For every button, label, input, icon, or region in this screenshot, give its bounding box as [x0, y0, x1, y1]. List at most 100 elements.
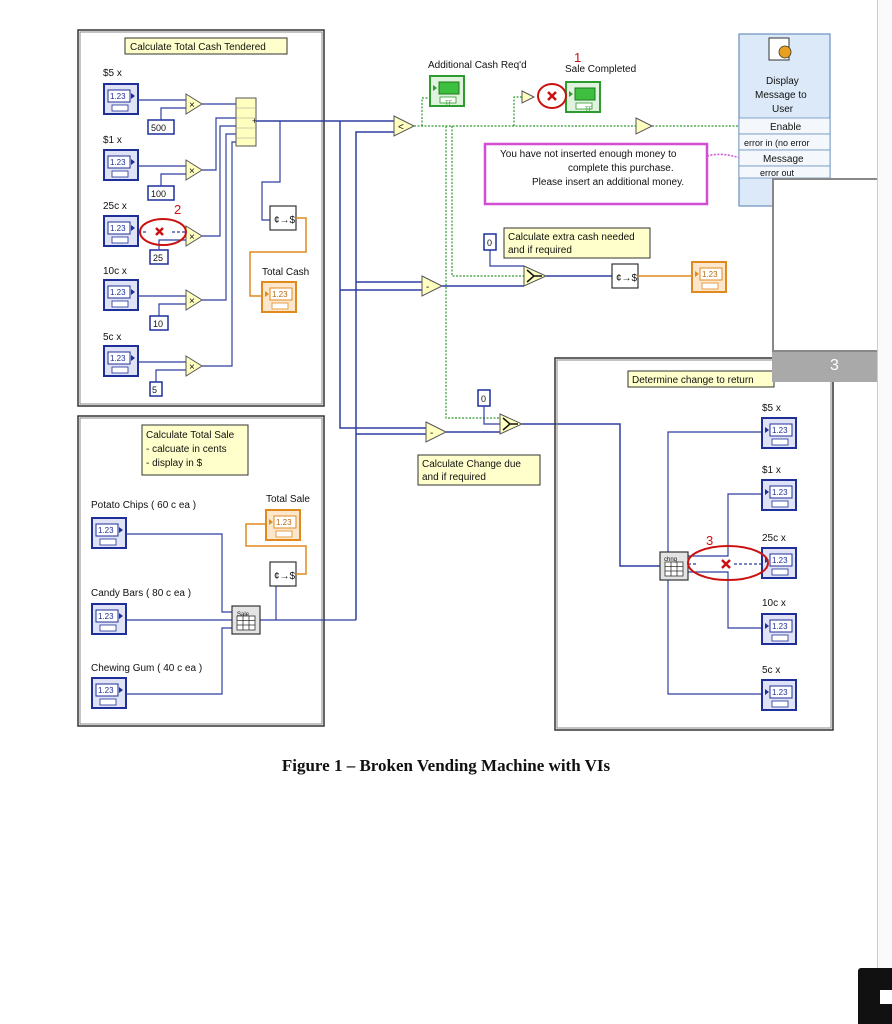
convert-glyph-1: ¢→$ — [274, 215, 296, 226]
box3-title: Determine change to return — [632, 375, 754, 386]
overlay-side-panel — [772, 178, 892, 352]
terminal-message: Message — [763, 154, 804, 165]
annotation-number-2: 2 — [174, 202, 181, 217]
annotation-number-1: 1 — [574, 50, 581, 65]
additional-cash-tf: TF — [445, 101, 453, 107]
box2-title-line-2: - calcuate in cents — [146, 444, 227, 455]
broken-wire-x-3 — [721, 559, 731, 569]
comparison-section: < Additional Cash Req'd Sale Completed T… — [339, 50, 741, 620]
constant-100: 100 — [151, 189, 166, 199]
box1-title-note — [124, 37, 288, 55]
input-label-chewing-gum: Chewing Gum ( 40 c ea ) — [91, 663, 202, 674]
not-node-1 — [635, 117, 654, 135]
input-label-1-dollar: $1 x — [103, 135, 122, 146]
input-label-5-cent: 5c x — [103, 332, 121, 343]
change-due-note — [417, 454, 541, 486]
subtract-node-change — [425, 421, 447, 443]
box2-title-note — [141, 424, 249, 476]
message-line-2: complete this purchase. — [568, 163, 674, 174]
zero-constant-extra: 0 — [487, 238, 492, 248]
extra-cash-note-line-1: Calculate extra cash needed — [508, 232, 635, 243]
figure-caption: Figure 1 – Broken Vending Machine with V… — [281, 756, 611, 775]
total-sale-label: Total Sale — [266, 494, 310, 505]
select-node-change — [499, 413, 523, 435]
output-label-10-cent: 10c x — [762, 598, 786, 609]
indicator-10-cent — [761, 613, 797, 645]
annotation-number-3: 3 — [706, 533, 713, 548]
extra-cash-note — [503, 227, 651, 259]
annotation-circle-2 — [139, 218, 187, 246]
constant-25: 25 — [153, 253, 163, 263]
sale-completed-indicator — [565, 81, 601, 113]
subtract-node-extra — [421, 275, 443, 297]
sale-subvi[interactable] — [231, 605, 261, 635]
message-line-3: Please insert an additional money. — [532, 177, 684, 188]
extra-cash-indicator — [691, 261, 727, 293]
control-25-cent[interactable] — [103, 215, 139, 247]
display-title-line-1: Display — [766, 76, 799, 87]
convert-glyph-3: ¢→$ — [616, 273, 638, 284]
constant-5: 5 — [152, 385, 157, 395]
output-label-5-cent: 5c x — [762, 665, 780, 676]
side-panel-page-number: 3 — [772, 352, 892, 382]
box2-title-line-1: Calculate Total Sale — [146, 430, 235, 441]
compound-add-node — [235, 97, 257, 147]
terminal-error-in: error in (no error — [744, 138, 810, 148]
output-label-25-cent: 25c x — [762, 533, 786, 544]
select-node-extra — [523, 265, 547, 287]
control-candy-bars[interactable] — [91, 603, 127, 635]
box-total-cash: Calculate Total Cash Tendered $5 x $1 x … — [77, 29, 340, 407]
message-string-constant — [483, 142, 709, 206]
indicator-5-dollar — [761, 417, 797, 449]
input-label-potato-chips: Potato Chips ( 60 c ea ) — [91, 500, 196, 511]
multiply-node-25-cent — [185, 225, 203, 247]
constant-500: 500 — [151, 123, 166, 133]
total-cash-indicator — [261, 281, 297, 313]
input-label-candy-bars: Candy Bars ( 80 c ea ) — [91, 588, 191, 599]
box2-title-line-3: - display in $ — [146, 458, 203, 469]
extra-cash-note-line-2: and if required — [508, 245, 572, 256]
control-5-cent[interactable] — [103, 345, 139, 377]
display-title-line-3: User — [772, 104, 794, 115]
control-potato-chips[interactable] — [91, 517, 127, 549]
multiply-node-1-dollar — [185, 159, 203, 181]
not-node-2 — [521, 90, 536, 104]
constant-10: 10 — [153, 319, 163, 329]
box-total-sale: Calculate Total Sale - calcuate in cents… — [77, 415, 356, 727]
control-1-dollar[interactable] — [103, 149, 139, 181]
change-due-note-line-1: Calculate Change due — [422, 459, 521, 470]
annotation-circle-3 — [687, 545, 769, 581]
output-label-1-dollar: $1 x — [762, 465, 781, 476]
change-subvi-label: chng — [664, 557, 677, 563]
svg-text:+: + — [252, 116, 257, 126]
control-5-dollar[interactable] — [103, 83, 139, 115]
total-sale-indicator — [265, 509, 301, 541]
sale-completed-label: Sale Completed — [565, 64, 636, 75]
additional-cash-label: Additional Cash Req'd — [428, 60, 527, 71]
annotation-circle-1 — [537, 83, 567, 109]
box-change-return: Determine change to return chng $5 x $1 … — [554, 357, 834, 731]
output-label-5-dollar: $5 x — [762, 403, 781, 414]
control-chewing-gum[interactable] — [91, 677, 127, 709]
control-10-cent[interactable] — [103, 279, 139, 311]
broken-wire-x-1 — [547, 91, 557, 101]
convert-glyph-2: ¢→$ — [274, 571, 296, 582]
sale-completed-tf: TF — [585, 107, 593, 113]
input-label-25-cent: 25c x — [103, 201, 127, 212]
svg-text:<: < — [398, 122, 404, 133]
less-than-node — [393, 115, 416, 137]
indicator-1-dollar — [761, 479, 797, 511]
corner-button-icon — [880, 990, 892, 1004]
change-due-note-line-2: and if required — [422, 472, 486, 483]
display-message-express-vi[interactable]: Display Message to User Enable error in … — [738, 33, 831, 207]
page-right-edge — [877, 0, 892, 1024]
box1-title: Calculate Total Cash Tendered — [130, 42, 266, 53]
zero-constant-change: 0 — [481, 394, 486, 404]
message-line-1: You have not inserted enough money to — [500, 149, 677, 160]
corner-button[interactable] — [858, 968, 892, 1024]
terminal-enable: Enable — [770, 122, 802, 133]
multiply-node-5-cent — [185, 355, 203, 377]
total-cash-label: Total Cash — [262, 267, 309, 278]
input-label-5-dollar: $5 x — [103, 68, 122, 79]
